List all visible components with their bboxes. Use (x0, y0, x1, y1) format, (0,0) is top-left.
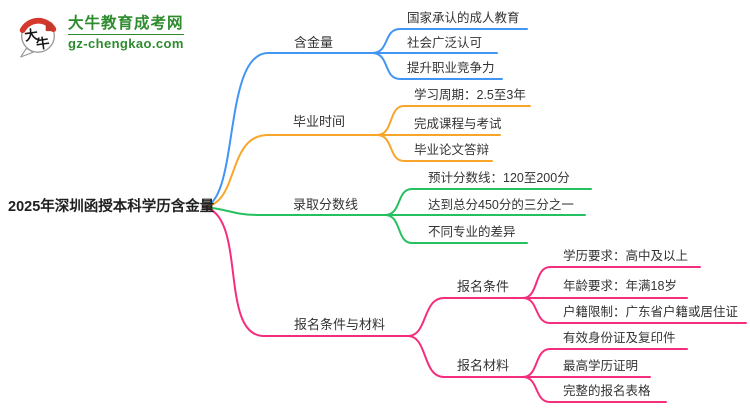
connector-line (202, 134, 378, 208)
connector-line (522, 297, 747, 324)
subbranch-label-baomingtiaojian: 报名条件 (457, 279, 510, 294)
connector-line (202, 206, 409, 337)
connector-line (384, 214, 528, 244)
leaf-node: 预计分数线：120至200分 (428, 171, 570, 185)
leaf-node: 提升职业竞争力 (407, 61, 495, 75)
site-title-block: 大牛教育成考网 gz-chengkao.com (68, 15, 184, 51)
leaf-node: 完成课程与考试 (414, 117, 502, 131)
connector-line (202, 52, 373, 208)
leaf-node: 国家承认的成人教育 (407, 11, 520, 25)
connector-line (202, 206, 386, 216)
branch-label-hanjinliang: 含金量 (294, 35, 334, 50)
connector-line (407, 297, 524, 337)
connector-line (376, 105, 531, 136)
leaf-node: 社会广泛认可 (407, 36, 483, 50)
leaf-node: 毕业论文答辩 (414, 143, 490, 157)
leaf-node: 不同专业的差异 (428, 225, 516, 239)
leaf-node: 达到总分450分的三分之一 (428, 198, 574, 212)
connector-line (522, 348, 688, 378)
svg-text:大: 大 (23, 26, 39, 44)
leaf-node: 学习周期：2.5至3年 (414, 88, 526, 102)
connector-line (376, 134, 493, 162)
leaf-node: 有效身份证及复印件 (563, 331, 676, 345)
leaf-node: 完整的报名表格 (563, 384, 651, 398)
branch-label-baoming: 报名条件与材料 (294, 317, 386, 332)
branch-label-biyeshijian: 毕业时间 (293, 114, 346, 129)
site-logo: 大 牛 大牛教育成考网 gz-chengkao.com (14, 8, 184, 58)
root-node: 2025年深圳函授本科学历含金量 (8, 199, 215, 215)
leaf-node: 户籍限制：广东省户籍或居住证 (563, 305, 739, 319)
connector-line (371, 52, 503, 80)
site-name: 大牛教育成考网 (68, 15, 184, 35)
connector-line (522, 376, 667, 403)
leaf-node: 最高学历证明 (563, 359, 639, 373)
site-domain: gz-chengkao.com (68, 36, 184, 51)
leaf-node: 学历要求：高中及以上 (563, 249, 689, 263)
branch-label-luqufenshuxian: 录取分数线 (293, 197, 359, 212)
connector-line (522, 266, 701, 299)
leaf-node: 年龄要求：年满18岁 (563, 279, 677, 293)
svg-text:牛: 牛 (35, 34, 51, 52)
subbranch-label-baomingcailiao: 报名材料 (457, 358, 510, 373)
connector-line (407, 335, 524, 378)
daniu-logo-icon: 大 牛 (19, 17, 57, 58)
